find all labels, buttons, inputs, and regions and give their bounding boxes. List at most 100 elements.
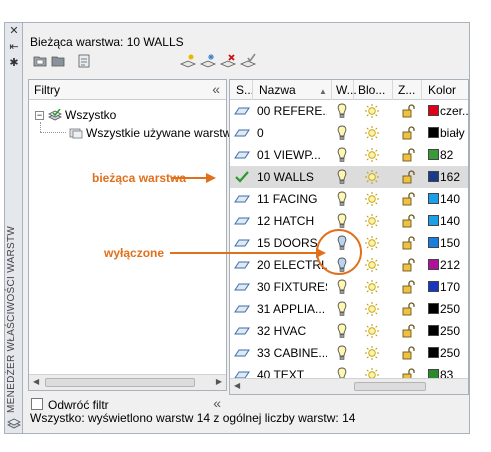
- column-header-status[interactable]: S...: [236, 83, 255, 97]
- bulb-on-icon[interactable]: [336, 323, 348, 339]
- color-name[interactable]: 82: [440, 148, 454, 162]
- color-name[interactable]: 170: [440, 280, 461, 294]
- sun-thawed-icon[interactable]: [364, 103, 380, 119]
- color-swatch[interactable]: [428, 259, 439, 270]
- bulb-on-icon[interactable]: [336, 279, 348, 295]
- layer-status-icon[interactable]: [234, 104, 250, 118]
- bulb-on-icon[interactable]: [336, 191, 348, 207]
- unlocked-icon[interactable]: [401, 301, 417, 317]
- layer-name[interactable]: 15 DOORS: [257, 236, 318, 250]
- current-layer-check-icon[interactable]: [234, 170, 250, 184]
- palette-title-bar[interactable]: ✕ ⇤ ✱ MENEDŻER WŁAŚCIWOŚCI WARSTW: [5, 23, 23, 433]
- table-row[interactable]: 11 FACING 140: [230, 188, 468, 210]
- unlocked-icon[interactable]: [401, 147, 417, 163]
- table-horizontal-scrollbar[interactable]: ◀: [230, 378, 468, 394]
- layer-status-icon[interactable]: [234, 148, 250, 162]
- color-swatch[interactable]: [428, 281, 439, 292]
- sun-thawed-icon[interactable]: [364, 125, 380, 141]
- unlocked-icon[interactable]: [401, 213, 417, 229]
- color-swatch[interactable]: [428, 237, 439, 248]
- scroll-right-icon[interactable]: ▶: [215, 377, 222, 386]
- unlocked-icon[interactable]: [401, 169, 417, 185]
- layer-status-icon[interactable]: [234, 302, 250, 316]
- column-header-name[interactable]: Nazwa: [259, 83, 296, 97]
- color-name[interactable]: biały: [440, 126, 465, 140]
- color-name[interactable]: 250: [440, 324, 461, 338]
- new-group-filter-icon[interactable]: [50, 53, 66, 69]
- color-swatch[interactable]: [428, 303, 439, 314]
- tree-collapse-icon[interactable]: −: [35, 110, 44, 120]
- autohide-icon[interactable]: ⇤: [9, 41, 19, 53]
- filter-node-used[interactable]: Wszystkie używane warstwy: [69, 126, 237, 140]
- column-divider[interactable]: [421, 80, 422, 100]
- layer-name[interactable]: 12 HATCH: [257, 214, 315, 228]
- unlocked-icon[interactable]: [401, 103, 417, 119]
- close-icon[interactable]: ✕: [9, 25, 19, 37]
- layer-status-icon[interactable]: [234, 346, 250, 360]
- column-header-lock[interactable]: Z...: [398, 83, 416, 97]
- column-divider[interactable]: [331, 80, 332, 100]
- gear-icon[interactable]: ✱: [9, 57, 19, 69]
- color-name[interactable]: 140: [440, 192, 461, 206]
- sun-thawed-icon[interactable]: [364, 323, 380, 339]
- unlocked-icon[interactable]: [401, 257, 417, 273]
- layer-status-icon[interactable]: [234, 324, 250, 338]
- bulb-on-icon[interactable]: [336, 213, 348, 229]
- layer-status-icon[interactable]: [234, 280, 250, 294]
- new-property-filter-icon[interactable]: [32, 53, 48, 69]
- color-name[interactable]: 162: [440, 170, 461, 184]
- bulb-off-icon[interactable]: [336, 257, 348, 273]
- color-swatch[interactable]: [428, 149, 439, 160]
- color-swatch[interactable]: [428, 215, 439, 226]
- column-divider[interactable]: [353, 80, 354, 100]
- column-header-color[interactable]: Kolor: [428, 83, 457, 97]
- color-name[interactable]: czer...: [440, 104, 469, 118]
- bulb-on-icon[interactable]: [336, 103, 348, 119]
- unlocked-icon[interactable]: [401, 125, 417, 141]
- sun-thawed-icon[interactable]: [364, 279, 380, 295]
- layer-name[interactable]: 00 REFERE...: [257, 104, 327, 118]
- layer-name[interactable]: 33 CABINE...: [257, 346, 327, 360]
- filter-horizontal-scrollbar[interactable]: ◀ ▶: [29, 374, 226, 390]
- column-divider[interactable]: [252, 80, 253, 100]
- unlocked-icon[interactable]: [401, 279, 417, 295]
- scrollbar-thumb[interactable]: [354, 382, 426, 391]
- color-swatch[interactable]: [428, 171, 439, 182]
- scroll-left-icon[interactable]: ◀: [33, 377, 40, 386]
- sun-thawed-icon[interactable]: [364, 301, 380, 317]
- color-swatch[interactable]: [428, 127, 439, 138]
- unlocked-icon[interactable]: [401, 191, 417, 207]
- color-swatch[interactable]: [428, 193, 439, 204]
- sun-thawed-icon[interactable]: [364, 213, 380, 229]
- column-header-freeze[interactable]: Blo...: [358, 83, 386, 97]
- bulb-on-icon[interactable]: [336, 345, 348, 361]
- layer-status-icon[interactable]: [234, 236, 250, 250]
- layer-status-icon[interactable]: [234, 192, 250, 206]
- unlocked-icon[interactable]: [401, 323, 417, 339]
- invert-filter-checkbox[interactable]: [31, 398, 43, 410]
- delete-layer-icon[interactable]: [220, 53, 236, 69]
- layer-name[interactable]: 11 FACING: [257, 192, 318, 206]
- layer-name[interactable]: 20 ELECTRI...: [257, 258, 327, 272]
- new-layer-icon[interactable]: [180, 53, 196, 69]
- layer-name[interactable]: 01 VIEWP...: [257, 148, 321, 162]
- scroll-left-icon[interactable]: ◀: [234, 381, 241, 390]
- layer-name[interactable]: 31 APPLIA...: [257, 302, 326, 316]
- set-current-icon[interactable]: [240, 53, 256, 69]
- column-header-on[interactable]: W...: [336, 83, 357, 97]
- table-row[interactable]: 00 REFERE... czer...: [230, 100, 469, 122]
- table-row[interactable]: 33 CABINE...250: [230, 342, 468, 364]
- table-row[interactable]: 20 ELECTRI...212: [230, 254, 468, 276]
- layer-name[interactable]: 32 HVAC: [257, 324, 307, 338]
- sun-thawed-icon[interactable]: [364, 169, 380, 185]
- color-name[interactable]: 250: [440, 302, 461, 316]
- column-divider[interactable]: [392, 80, 393, 100]
- sun-thawed-icon[interactable]: [364, 191, 380, 207]
- bulb-on-icon[interactable]: [336, 301, 348, 317]
- collapse-filter-pane-icon[interactable]: «: [213, 395, 221, 411]
- layer-states-manager-icon[interactable]: [76, 53, 92, 69]
- scrollbar-thumb[interactable]: [45, 378, 195, 387]
